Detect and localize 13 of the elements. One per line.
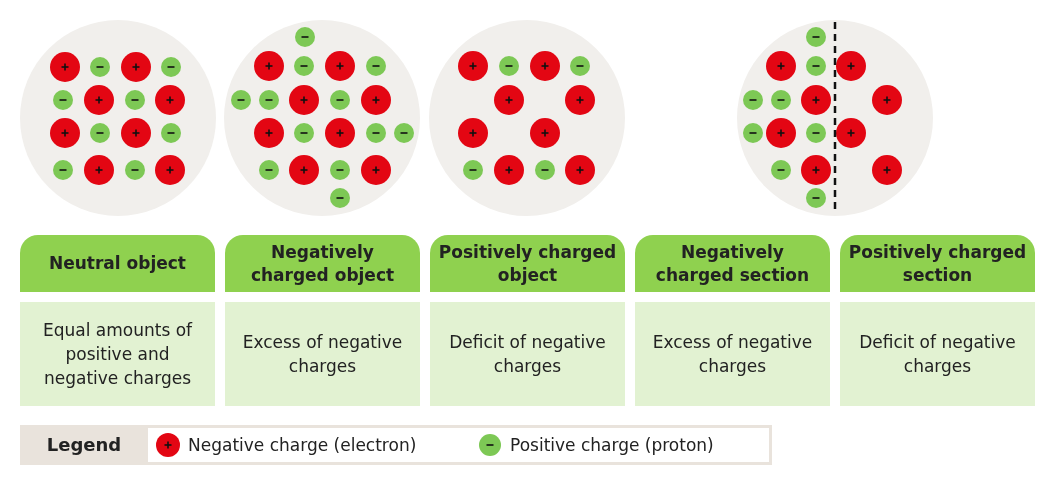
legend-title: Legend xyxy=(45,433,123,457)
description-box: Excess of negative charges xyxy=(225,302,420,406)
description-box: Deficit of negative charges xyxy=(430,302,625,406)
legend-text: Positive charge (proton) xyxy=(510,434,714,457)
description-box: Equal amounts of positive and negative charges xyxy=(20,302,215,406)
header-tab: Negatively charged object xyxy=(225,235,420,292)
header-tab: Neutral object xyxy=(20,235,215,292)
header-tab: Negatively charged section xyxy=(635,235,830,292)
header-tab: Positively charged object xyxy=(430,235,625,292)
description-box: Deficit of negative charges xyxy=(840,302,1035,406)
legend-text: Negative charge (electron) xyxy=(188,434,417,457)
description-box: Excess of negative charges xyxy=(635,302,830,406)
header-tab: Positively charged section xyxy=(840,235,1035,292)
